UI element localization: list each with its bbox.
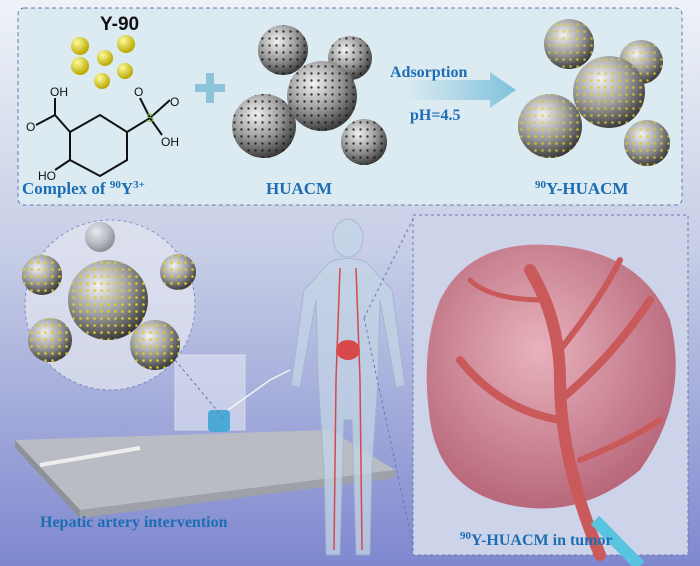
atom-s: S <box>146 111 154 125</box>
arrow-icon <box>405 72 516 108</box>
procedure-label: Hepatic artery intervention <box>40 514 228 531</box>
y90-beads <box>71 35 135 89</box>
tumor <box>426 244 676 509</box>
catheter <box>39 446 141 467</box>
atom-o: O <box>134 85 143 99</box>
heart-icon <box>336 340 360 360</box>
atom-oh: OH <box>50 85 68 99</box>
tumor-label: 90Y-HUACM in tumor <box>460 530 613 549</box>
table <box>15 430 395 510</box>
inset-spheres <box>22 222 196 370</box>
carrier-label: HUACM <box>266 179 332 198</box>
complex-label: Complex of 90Y3+ <box>22 179 145 198</box>
blood-vessels <box>333 267 363 551</box>
isotope-label: Y-90 <box>100 14 139 35</box>
human-figure <box>290 218 406 556</box>
arrow-top-label: Adsorption <box>390 64 467 81</box>
device-pump <box>208 410 230 432</box>
vessel-tree <box>456 257 663 561</box>
huacm-spheres <box>232 25 387 165</box>
chemical-structure <box>35 97 171 178</box>
atom-o: O <box>26 120 35 134</box>
arrow-bottom-label: pH=4.5 <box>410 107 460 124</box>
product-label: 90Y-HUACM <box>535 179 628 198</box>
atom-o: O <box>170 95 179 109</box>
plus-icon <box>195 73 225 103</box>
atom-oh: OH <box>161 135 179 149</box>
atom-ho: HO <box>38 169 56 183</box>
catheter-tip <box>590 515 645 566</box>
y90-huacm-spheres <box>518 19 670 166</box>
